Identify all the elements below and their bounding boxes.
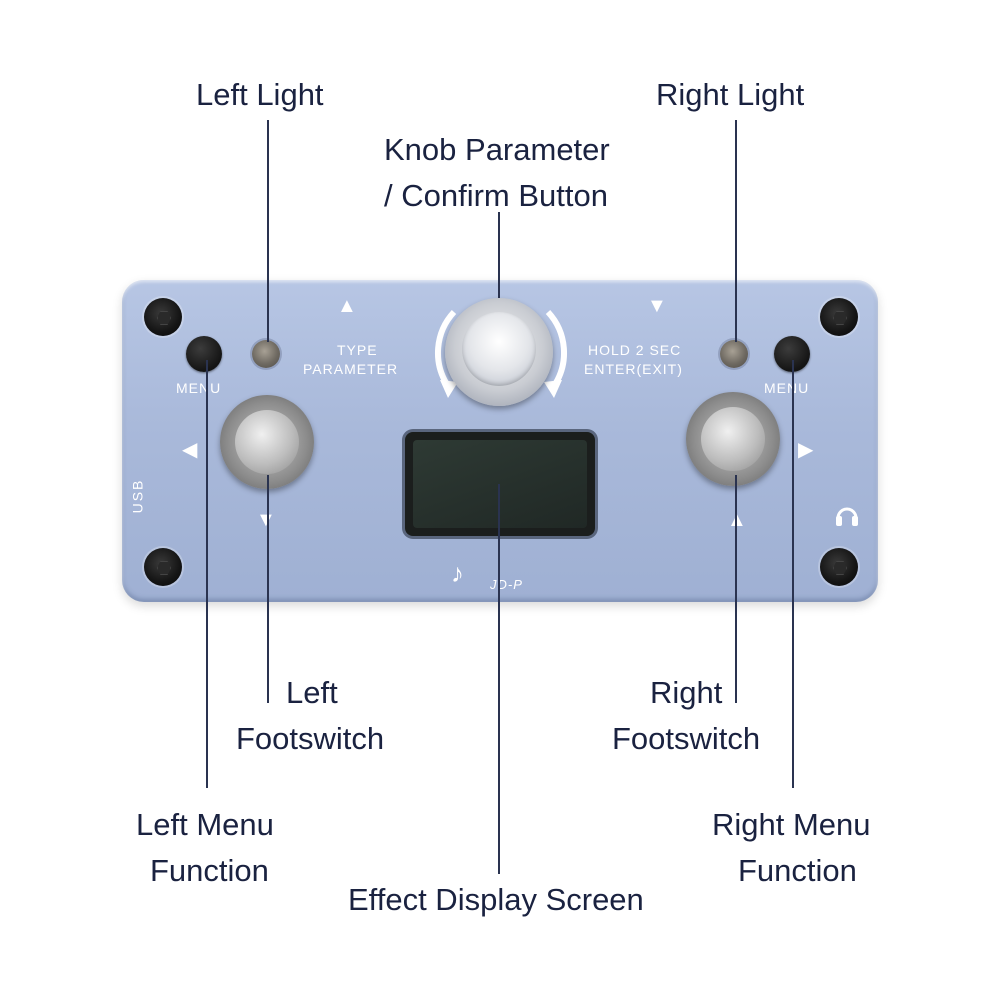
headphone-icon xyxy=(836,507,858,526)
right-light xyxy=(720,340,748,368)
right-menu-label-line2: Function xyxy=(738,853,857,888)
left-light-label: Left Light xyxy=(196,77,324,112)
knob-label-line2: / Confirm Button xyxy=(384,178,608,213)
brand-logo-icon: ♪ xyxy=(451,558,464,588)
confirm-button[interactable] xyxy=(462,312,536,386)
right-light-pointer xyxy=(735,120,737,342)
screw-icon xyxy=(820,548,858,586)
display-label: Effect Display Screen xyxy=(348,882,644,917)
right-menu-label-line1: Right Menu xyxy=(712,807,871,842)
hold-text: HOLD 2 SEC xyxy=(588,342,682,358)
right-menu-pointer xyxy=(792,360,794,788)
left-menu-label-line2: Function xyxy=(150,853,269,888)
menu-right-text: MENU xyxy=(764,380,810,396)
left-footswitch-label-line2: Footswitch xyxy=(236,721,385,756)
screw-icon xyxy=(820,298,858,336)
parameter-text: PARAMETER xyxy=(303,361,399,377)
left-light-pointer xyxy=(267,120,269,342)
left-light xyxy=(252,340,280,368)
brand-text: JD-P xyxy=(490,577,523,592)
arrow-down-icon: ▼ xyxy=(647,295,667,317)
effect-display-screen xyxy=(405,432,595,536)
left-footswitch[interactable] xyxy=(220,395,314,489)
usb-label: USB xyxy=(129,478,146,514)
arrow-left-icon: ◀ xyxy=(182,439,198,461)
left-menu-label-line1: Left Menu xyxy=(136,807,274,842)
right-footswitch-label-line2: Footswitch xyxy=(612,721,761,756)
left-footswitch-pointer xyxy=(267,475,269,703)
arrow-right-icon: ▶ xyxy=(798,439,814,461)
left-footswitch-cap xyxy=(235,410,299,474)
display-pointer xyxy=(498,484,500,874)
menu-left-text: MENU xyxy=(176,380,222,396)
rotation-arrows-icon xyxy=(435,309,567,398)
screw-icon xyxy=(144,298,182,336)
right-footswitch-cap xyxy=(701,407,765,471)
enter-exit-text: ENTER(EXIT) xyxy=(584,361,683,377)
arrow-down-icon: ▼ xyxy=(256,509,276,531)
screw-icon xyxy=(144,548,182,586)
left-menu-button[interactable] xyxy=(186,336,222,372)
left-menu-pointer xyxy=(206,360,208,788)
right-footswitch[interactable] xyxy=(686,392,780,486)
left-footswitch-label-line1: Left xyxy=(286,675,338,710)
right-light-label: Right Light xyxy=(656,77,805,112)
type-text: TYPE xyxy=(337,342,378,358)
arrow-up-icon: ▲ xyxy=(337,295,357,317)
right-footswitch-pointer xyxy=(735,475,737,703)
right-footswitch-label-line1: Right xyxy=(650,675,723,710)
screen-glass xyxy=(413,440,587,528)
knob-label-line1: Knob Parameter xyxy=(384,132,610,167)
knob-pointer xyxy=(498,212,500,298)
